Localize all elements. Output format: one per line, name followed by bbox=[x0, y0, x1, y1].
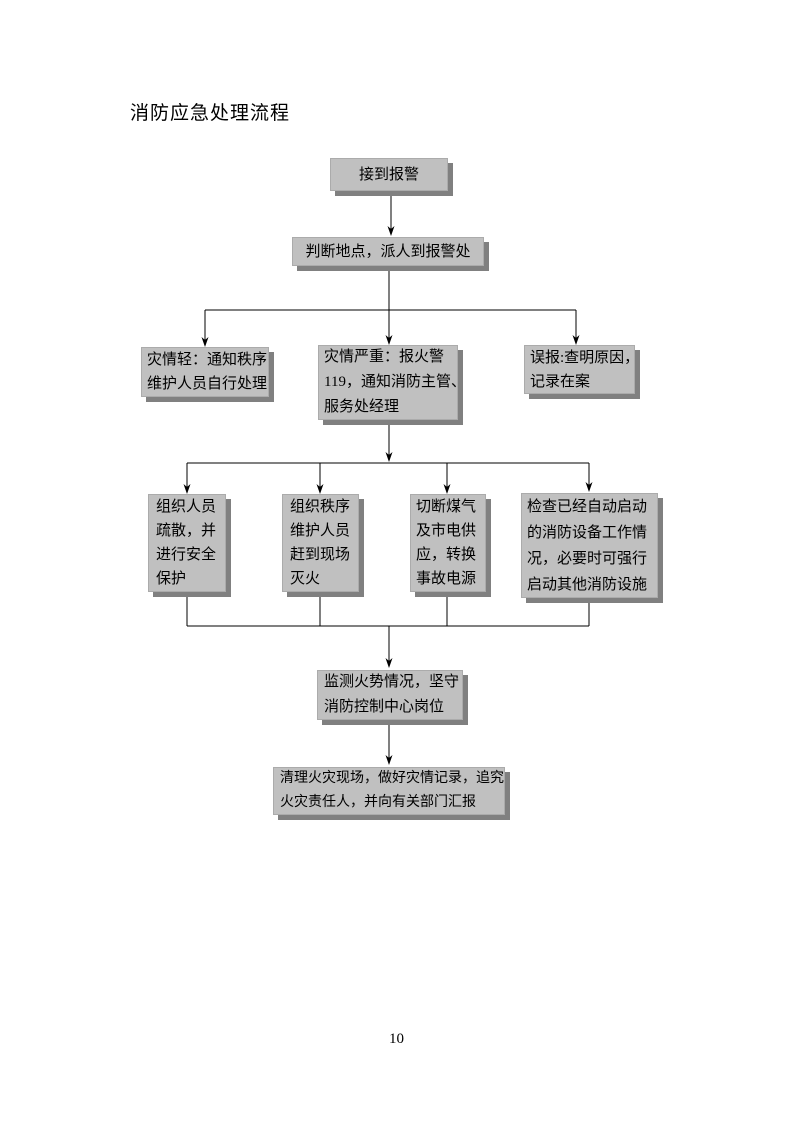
flow-node-severe-disaster: 灾情严重：报火警 119，通知消防主管、 服务处经理 bbox=[318, 345, 466, 420]
flow-node-evacuate: 组织人员 疏散，并 进行安全 保护 bbox=[148, 494, 226, 592]
flow-node-cutoff-power: 切断煤气 及市电供 应，转换 事故电源 bbox=[410, 494, 486, 592]
connector-arrowheads bbox=[183, 226, 593, 765]
flow-node-receive-alarm: 接到报警 bbox=[330, 158, 448, 191]
flow-node-cleanup: 清理火灾现场，做好灾情记录，追究 火灾责任人，并向有关部门汇报 bbox=[273, 767, 505, 815]
page-title: 消防应急处理流程 bbox=[130, 103, 291, 124]
flow-node-minor-disaster: 灾情轻：通知秩序 维护人员自行处理 bbox=[141, 347, 269, 397]
page-number: 10 bbox=[389, 1031, 404, 1047]
connector-lines bbox=[186, 191, 590, 758]
flow-node-judge-location: 判断地点，派人到报警处 bbox=[292, 237, 484, 266]
flow-node-check-equipment: 检查已经自动启动 的消防设备工作情 况，必要时可强行 启动其他消防设施 bbox=[521, 493, 658, 598]
flow-node-false-alarm: 误报:查明原因， 记录在案 bbox=[524, 345, 639, 394]
flow-node-order-fight: 组织秩序 维护人员 赶到现场 灭火 bbox=[282, 494, 359, 592]
flow-node-monitor: 监测火势情况，坚守 消防控制中心岗位 bbox=[317, 670, 463, 720]
